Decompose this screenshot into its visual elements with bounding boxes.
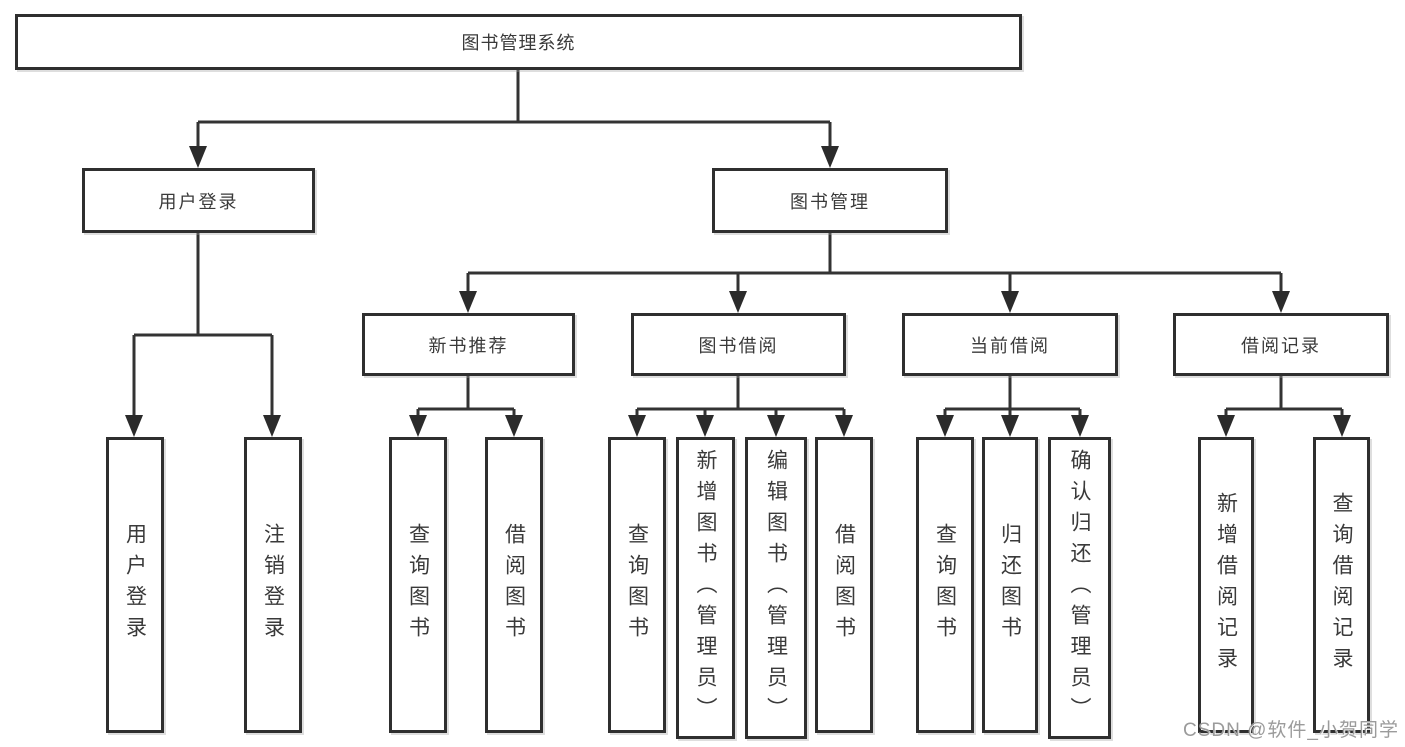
node-leaf-query-books-3: 查询图书 bbox=[916, 437, 974, 733]
node-book-borrowing: 图书借阅 bbox=[631, 313, 846, 376]
node-label: 新书推荐 bbox=[428, 335, 509, 356]
node-label: 借阅记录 bbox=[1241, 335, 1321, 356]
node-current-borrowing: 当前借阅 bbox=[902, 313, 1118, 376]
node-label: 编辑图书（管理员） bbox=[764, 448, 788, 728]
node-root-system: 图书管理系统 bbox=[15, 14, 1022, 70]
node-leaf-logout: 注销登录 bbox=[244, 437, 302, 733]
edge-userlogin-to-leaves bbox=[125, 233, 281, 437]
edge-recommend-to-leaves bbox=[409, 376, 523, 437]
node-leaf-add-books-admin: 新增图书（管理员） bbox=[676, 437, 735, 739]
node-leaf-borrow-books-2: 借阅图书 bbox=[815, 437, 873, 733]
node-book-management-group: 图书管理 bbox=[712, 168, 948, 233]
node-label: 当前借阅 bbox=[970, 335, 1050, 356]
node-label: 图书管理系统 bbox=[461, 33, 576, 53]
node-leaf-add-borrow-record: 新增借阅记录 bbox=[1198, 437, 1254, 733]
node-leaf-borrow-books-1: 借阅图书 bbox=[485, 437, 543, 733]
node-leaf-query-books-2: 查询图书 bbox=[608, 437, 666, 733]
node-borrowing-records: 借阅记录 bbox=[1173, 313, 1389, 376]
node-leaf-return-books: 归还图书 bbox=[982, 437, 1038, 733]
node-label: 新增图书（管理员） bbox=[694, 448, 717, 728]
edge-bookmgmt-to-level3 bbox=[459, 233, 1290, 313]
edge-root-to-level2 bbox=[189, 70, 839, 168]
node-leaf-edit-books-admin: 编辑图书（管理员） bbox=[745, 437, 807, 739]
node-label: 查询借阅记录 bbox=[1330, 492, 1353, 678]
node-label: 查询图书 bbox=[933, 523, 957, 647]
node-user-login-group: 用户登录 bbox=[82, 168, 315, 233]
node-leaf-query-borrow-record: 查询借阅记录 bbox=[1313, 437, 1370, 733]
node-label: 新增借阅记录 bbox=[1214, 492, 1238, 678]
node-label: 注销登录 bbox=[261, 523, 285, 647]
node-label: 查询图书 bbox=[625, 523, 649, 647]
node-label: 用户登录 bbox=[158, 191, 239, 212]
node-label: 查询图书 bbox=[406, 523, 430, 647]
node-label: 图书借阅 bbox=[698, 335, 779, 356]
node-label: 确认归还（管理员） bbox=[1068, 448, 1091, 728]
node-label: 归还图书 bbox=[998, 523, 1022, 647]
node-leaf-user-login: 用户登录 bbox=[106, 437, 164, 733]
edge-current-to-leaves bbox=[936, 376, 1089, 437]
node-label: 用户登录 bbox=[123, 523, 147, 647]
node-label: 借阅图书 bbox=[502, 523, 526, 647]
node-new-book-recommend: 新书推荐 bbox=[362, 313, 575, 376]
edge-borrowing-to-leaves bbox=[628, 376, 853, 437]
node-leaf-query-books-1: 查询图书 bbox=[389, 437, 447, 733]
edge-records-to-leaves bbox=[1217, 376, 1351, 437]
csdn-watermark: CSDN @软件_小贺同学 bbox=[1183, 720, 1399, 741]
node-leaf-confirm-return-admin: 确认归还（管理员） bbox=[1048, 437, 1111, 739]
node-label: 图书管理 bbox=[790, 191, 870, 212]
node-label: 借阅图书 bbox=[832, 523, 856, 647]
